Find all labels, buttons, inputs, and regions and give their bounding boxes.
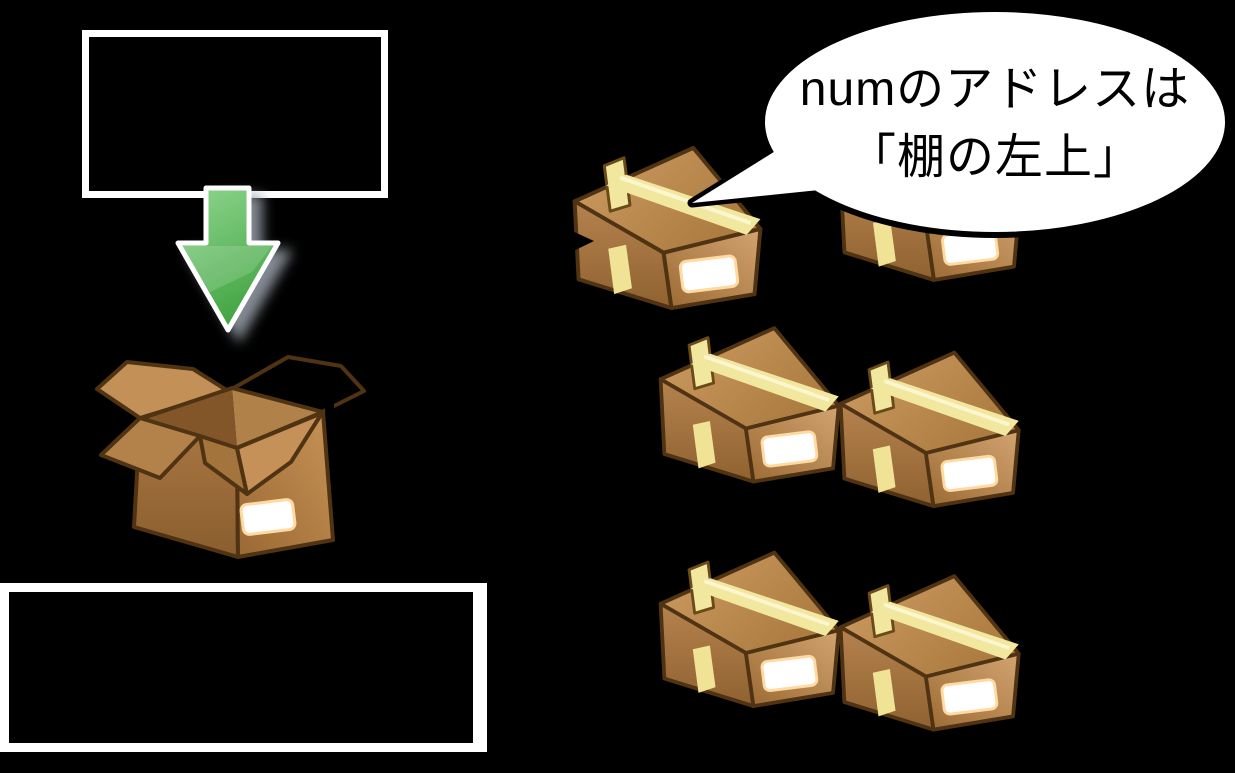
open-box-interior-right bbox=[232, 388, 323, 448]
shelf-box-bottom-right bbox=[838, 574, 1021, 732]
arrow-highlight bbox=[181, 246, 272, 292]
bottom-left-frame bbox=[9, 592, 473, 743]
open-box bbox=[95, 355, 366, 559]
top-left-frame bbox=[82, 30, 388, 198]
bubble-text-line1-jp: のアドレスは bbox=[896, 63, 1191, 116]
speech-bubble bbox=[759, 6, 1231, 238]
speech-bubble-tail-fill bbox=[692, 117, 858, 203]
curve-mark bbox=[325, 371, 352, 431]
open-box-interior-left bbox=[140, 388, 237, 448]
arrowhead-mark bbox=[559, 225, 594, 258]
open-box-shipping-label bbox=[239, 498, 297, 536]
shelf-box-top-left bbox=[572, 145, 763, 310]
shelf-box-bottom-left bbox=[661, 553, 839, 707]
bubble-text-line2: 「棚の左上」 bbox=[847, 131, 1142, 184]
shelf-box-middle-left bbox=[658, 326, 841, 484]
shelf-box-middle-right bbox=[838, 350, 1021, 509]
open-box-flap-front-right bbox=[235, 411, 324, 496]
open-box-flap-front-left bbox=[99, 416, 202, 480]
speech-bubble-text: numのアドレスは 「棚の左上」 bbox=[765, 56, 1225, 192]
down-arrow-icon bbox=[175, 185, 281, 333]
bubble-text-line1: numのアドレスは bbox=[765, 56, 1225, 124]
bubble-text-num: num bbox=[799, 63, 897, 116]
